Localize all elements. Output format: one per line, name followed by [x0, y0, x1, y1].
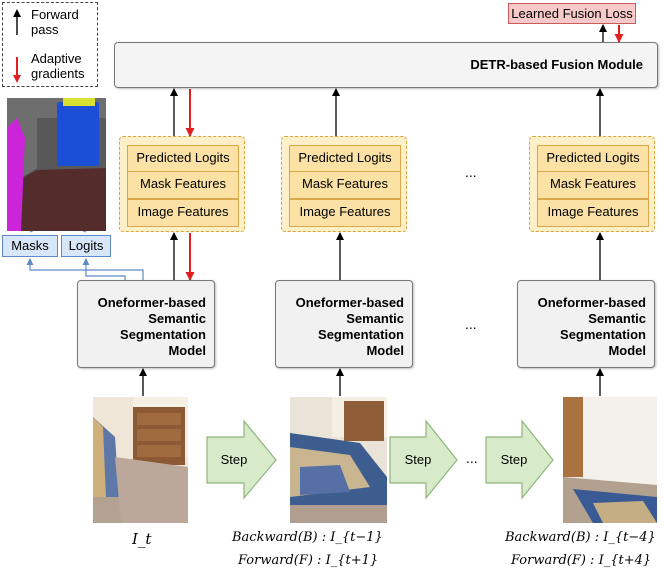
learned-fusion-loss-box: Learned Fusion Loss	[508, 3, 636, 24]
segmentation-mask-image	[7, 98, 106, 231]
segmentation-model-1: Oneformer-based Semantic Segmentation Mo…	[77, 280, 215, 368]
mask-features-box: Mask Features	[289, 171, 401, 199]
masks-output-chip: Masks	[2, 235, 58, 257]
predicted-logits-box: Predicted Logits	[537, 145, 649, 173]
caption-backward-t-1: Backward(B) : I_{t−1}	[232, 530, 383, 545]
segmentation-model-label: Oneformer-based Semantic Segmentation Mo…	[295, 295, 404, 358]
caption-forward-t-4: Forward(F) : I_{t+4}	[511, 553, 652, 568]
step-arrow-2-icon	[389, 419, 458, 500]
step-label: Step	[500, 452, 528, 467]
segmentation-model-label: Oneformer-based Semantic Segmentation Mo…	[97, 295, 206, 358]
step-label: Step	[220, 452, 248, 467]
segmentation-model-label: Oneformer-based Semantic Segmentation Mo…	[537, 295, 646, 358]
image-features-box: Image Features	[289, 199, 401, 227]
image-features-box: Image Features	[127, 199, 239, 227]
feature-group-2: Predicted Logits Mask Features Image Fea…	[281, 136, 407, 232]
frame-t-minus-1-image	[290, 397, 387, 523]
step-label: Step	[404, 452, 432, 467]
mask-features-box: Mask Features	[127, 171, 239, 199]
ellipsis-features: ...	[465, 164, 477, 180]
segmentation-model-3: Oneformer-based Semantic Segmentation Mo…	[517, 280, 655, 368]
fusion-module-label: DETR-based Fusion Module	[470, 57, 643, 72]
caption-backward-t-4: Backward(B) : I_{t−4}	[505, 530, 656, 545]
fusion-module-box: DETR-based Fusion Module	[114, 42, 658, 88]
predicted-logits-box: Predicted Logits	[289, 145, 401, 173]
ellipsis-steps: ...	[466, 450, 478, 466]
frame-t-minus-4-image	[563, 397, 657, 523]
step-arrow-3-icon	[485, 419, 554, 500]
frame-t-image	[93, 397, 188, 523]
image-features-box: Image Features	[537, 199, 649, 227]
segmentation-model-2: Oneformer-based Semantic Segmentation Mo…	[275, 280, 413, 368]
caption-forward-t-1: Forward(F) : I_{t+1}	[238, 553, 379, 568]
mask-features-box: Mask Features	[537, 171, 649, 199]
ellipsis-models: ...	[465, 316, 477, 332]
feature-group-1: Predicted Logits Mask Features Image Fea…	[119, 136, 245, 232]
legend-arrows	[13, 9, 21, 83]
logits-output-chip: Logits	[61, 235, 111, 257]
step-arrow-1-icon	[206, 419, 277, 500]
caption-frame-t: I_t	[132, 530, 152, 548]
feature-group-3: Predicted Logits Mask Features Image Fea…	[529, 136, 655, 232]
